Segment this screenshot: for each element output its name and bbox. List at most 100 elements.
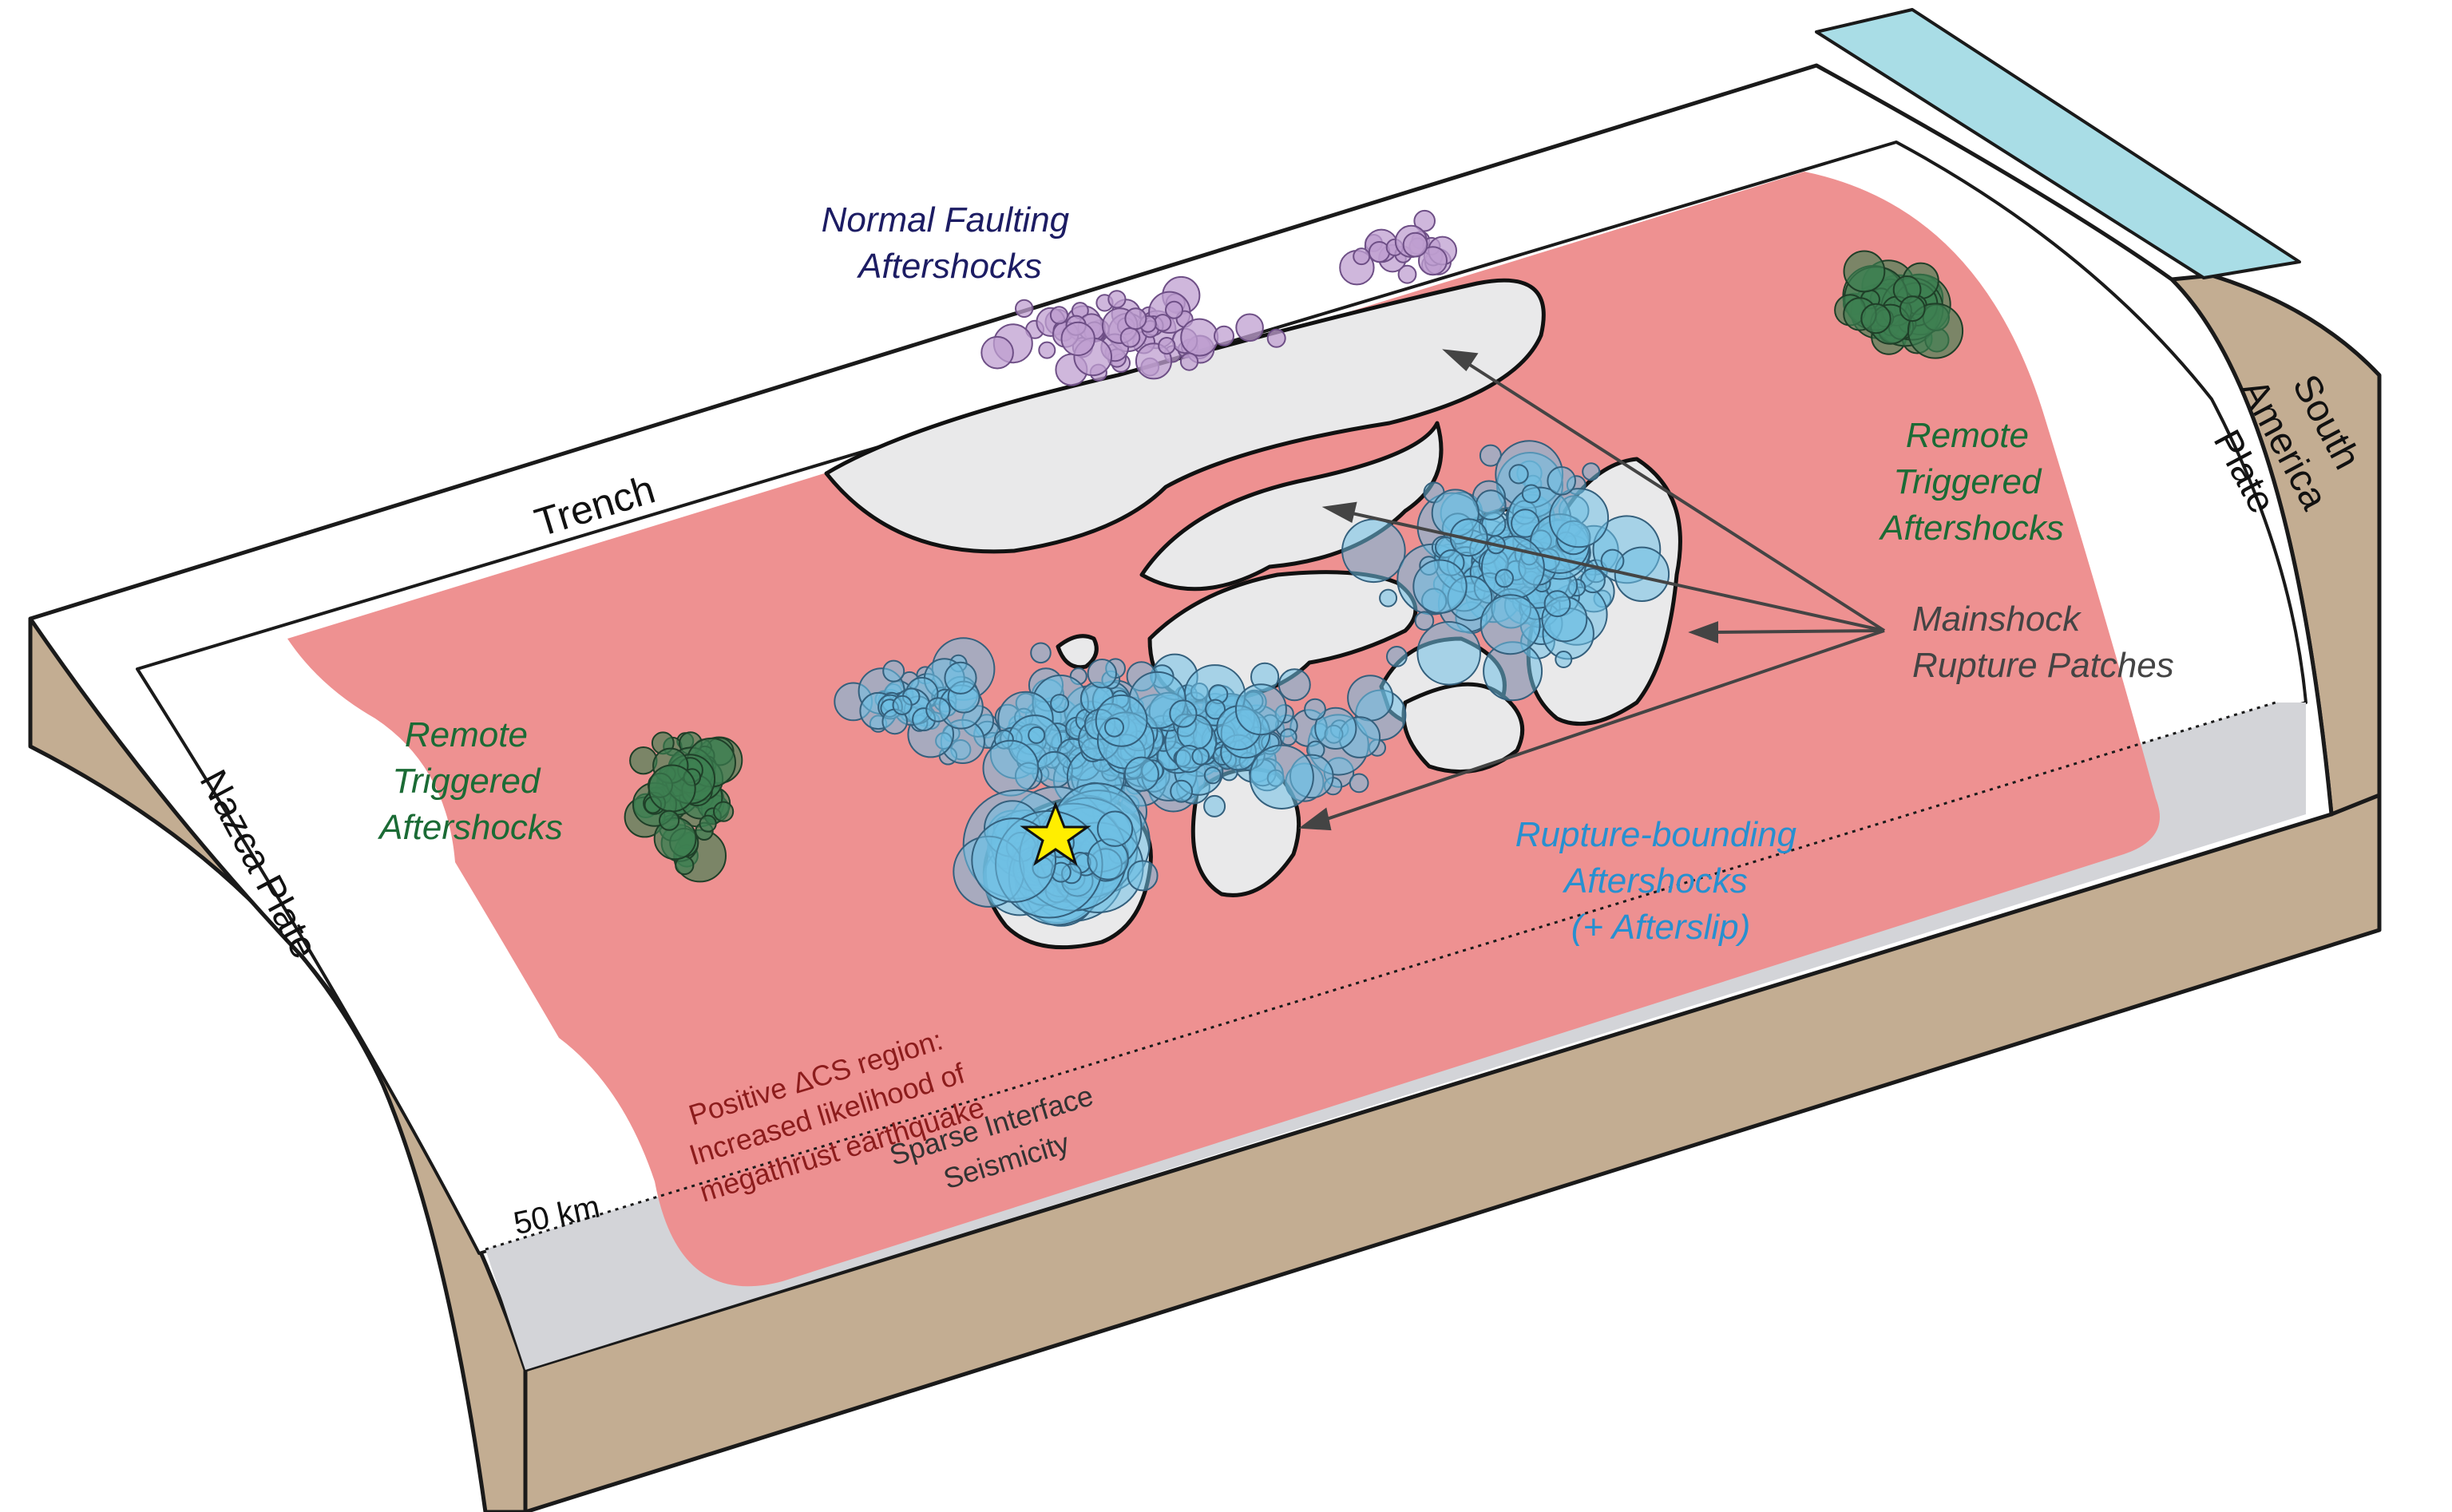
aftershock-circle-blue bbox=[1205, 699, 1226, 720]
aftershock-circle-blue bbox=[1127, 860, 1159, 892]
aftershock-circle-blue bbox=[1203, 766, 1222, 785]
aftershock-circle-purple bbox=[1235, 313, 1264, 342]
rupture-patch-upper bbox=[1139, 421, 1444, 592]
arrowhead-trench-patch bbox=[1442, 349, 1479, 372]
aftershock-circle-blue bbox=[1234, 683, 1287, 736]
aftershock-circle-blue bbox=[1169, 699, 1198, 728]
aftershock-circle-purple bbox=[1107, 290, 1127, 309]
aftershock-circle-blue bbox=[1087, 659, 1118, 689]
rupture-bounding-label: Rupture-bounding Aftershocks (+ Aftersli… bbox=[1515, 815, 1807, 947]
aftershock-circle-green bbox=[659, 809, 680, 831]
aftershock-circle-blue bbox=[944, 661, 977, 695]
aftershock-circle-blue bbox=[982, 739, 1040, 797]
aftershock-circle-blue bbox=[1614, 546, 1670, 602]
aftershock-circle-blue bbox=[1414, 611, 1435, 631]
aftershock-circle-blue bbox=[1476, 489, 1507, 520]
aftershock-circle-blue bbox=[1386, 646, 1408, 667]
rupture-bounding-line-3: (+ Afterslip) bbox=[1571, 908, 1751, 947]
aftershock-circle-purple bbox=[1266, 328, 1286, 348]
rupture-bounding-line-1: Rupture-bounding bbox=[1515, 815, 1797, 854]
normal-faulting-line-2: Aftershocks bbox=[856, 247, 1042, 286]
aftershock-circle-purple bbox=[1179, 352, 1199, 371]
aftershock-circle-blue bbox=[1096, 810, 1134, 847]
aftershock-circle-blue bbox=[1521, 484, 1541, 504]
aftershock-circle-purple bbox=[980, 335, 1014, 370]
aftershock-circle-blue bbox=[1379, 588, 1398, 608]
rupture-bounding-line-2: Aftershocks bbox=[1562, 861, 1748, 900]
star-icon bbox=[1020, 801, 1091, 866]
aftershock-circle-blue bbox=[1347, 675, 1394, 722]
aftershock-circle-blue bbox=[971, 817, 1057, 903]
rupture-patch-trench bbox=[824, 278, 1546, 554]
aftershock-circle-purple bbox=[1413, 209, 1436, 232]
aftershock-circle-blue bbox=[1508, 464, 1529, 485]
arrow-to-lower-patch bbox=[1317, 629, 1885, 824]
depth-contour-50km bbox=[485, 701, 2276, 1251]
aftershock-circle-blue bbox=[1314, 707, 1357, 750]
arrowhead-lower-patch bbox=[1298, 807, 1332, 831]
aftershock-circle-blue bbox=[1480, 594, 1541, 655]
aftershock-circle-green bbox=[1843, 250, 1886, 293]
aftershock-circle-purple bbox=[1165, 300, 1183, 319]
aftershock-circle-blue bbox=[1495, 568, 1514, 588]
remote-right-line-3: Aftershocks bbox=[1878, 509, 2064, 548]
aftershock-circle-blue bbox=[1582, 462, 1601, 481]
normal-faulting-line-1: Normal Faulting bbox=[822, 200, 1070, 239]
arrow-to-right-patch bbox=[1708, 629, 1885, 634]
aftershock-circle-purple bbox=[1119, 327, 1141, 348]
aftershock-circle-green bbox=[629, 746, 658, 775]
aftershock-circle-blue bbox=[1050, 694, 1070, 714]
rupture-patch-lower-right bbox=[1401, 682, 1525, 774]
mainshock-line-1: Mainshock bbox=[1912, 600, 2082, 639]
aftershock-circle-blue bbox=[892, 695, 913, 715]
aftershock-circle-purple bbox=[1060, 321, 1095, 357]
remote-triggered-aftershocks-left bbox=[624, 731, 743, 883]
aftershock-circle-purple bbox=[1049, 306, 1069, 325]
aftershock-circle-green bbox=[1860, 303, 1891, 334]
aftershock-circle-green bbox=[699, 814, 717, 833]
remote-left-label: Remote Triggered Aftershocks bbox=[377, 715, 563, 847]
remote-left-line-2: Triggered bbox=[392, 762, 541, 801]
remote-right-line-2: Triggered bbox=[1893, 462, 2042, 501]
aftershock-circle-blue bbox=[1104, 717, 1124, 738]
aftershock-circle-blue bbox=[1543, 590, 1571, 618]
remote-left-line-3: Aftershocks bbox=[377, 808, 563, 847]
aftershock-circle-purple bbox=[1397, 264, 1417, 284]
remote-triggered-aftershocks-right bbox=[1834, 250, 1964, 359]
arrow-to-trench-patch bbox=[1460, 358, 1886, 632]
aftershock-circle-purple bbox=[1038, 341, 1056, 359]
aftershock-circle-purple bbox=[1214, 325, 1234, 346]
aftershock-circle-blue bbox=[1555, 651, 1573, 668]
aftershock-circle-green bbox=[648, 764, 696, 813]
aftershock-circle-blue bbox=[1030, 642, 1052, 664]
rupture-bounding-aftershock-circles bbox=[834, 440, 1670, 927]
aftershock-circle-green bbox=[1899, 295, 1926, 323]
aftershock-circle-purple bbox=[1353, 247, 1371, 266]
aftershock-circle-blue bbox=[1412, 559, 1468, 614]
aftershock-circle-blue bbox=[1277, 668, 1311, 702]
mainshock-label: Mainshock Rupture Patches bbox=[1912, 600, 2174, 685]
aftershock-circle-blue bbox=[1349, 773, 1369, 794]
aftershock-circle-blue bbox=[1203, 794, 1226, 817]
aftershock-circle-purple bbox=[1124, 307, 1147, 331]
arrowhead-right-patch bbox=[1688, 621, 1718, 643]
ocean-water bbox=[1815, 8, 2301, 279]
aftershock-circle-blue bbox=[1547, 466, 1576, 496]
normal-faulting-aftershocks bbox=[980, 209, 1457, 386]
aftershock-circle-purple bbox=[1418, 246, 1448, 276]
aftershock-circle-blue bbox=[1191, 747, 1210, 766]
aftershock-circle-blue bbox=[1304, 698, 1326, 721]
arrowhead-upper-patch bbox=[1321, 501, 1357, 523]
remote-left-line-1: Remote bbox=[405, 715, 528, 754]
aftershock-circle-blue bbox=[1341, 518, 1406, 584]
aftershock-circle-blue bbox=[1416, 621, 1481, 686]
normal-faulting-label: Normal Faulting Aftershocks bbox=[822, 200, 1079, 286]
aftershock-circle-purple bbox=[1158, 337, 1176, 355]
aftershock-circle-blue bbox=[1028, 726, 1046, 744]
aftershock-circle-blue bbox=[882, 659, 905, 683]
aftershock-circle-purple bbox=[1402, 232, 1428, 258]
aftershock-circle-blue bbox=[1279, 728, 1297, 746]
rupture-patch-small bbox=[1056, 634, 1099, 670]
